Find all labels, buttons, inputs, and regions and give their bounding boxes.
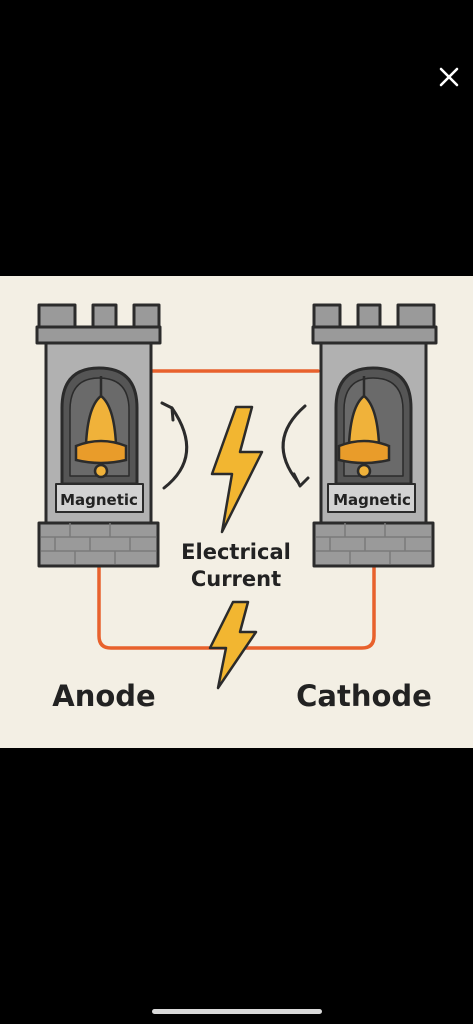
anode-label: Anode	[52, 679, 155, 713]
diagram-canvas: Magnetic Magnetic	[35, 303, 438, 713]
left-curved-arrow-icon	[160, 401, 189, 490]
home-indicator[interactable]	[152, 1009, 322, 1014]
cathode-label: Cathode	[296, 679, 432, 713]
left-bell-label: Magnetic	[60, 491, 138, 509]
right-curved-arrow-icon	[281, 404, 310, 488]
left-bell-icon	[74, 376, 128, 479]
right-bell-icon	[337, 376, 391, 479]
center-label-line1: Electrical	[181, 540, 291, 564]
upper-lightning-bolt-icon	[210, 405, 264, 534]
close-button[interactable]	[436, 64, 462, 90]
right-bell-label: Magnetic	[333, 491, 411, 509]
diagram-panel: Magnetic Magnetic	[0, 276, 473, 748]
center-label-line2: Current	[191, 567, 281, 591]
close-icon	[439, 67, 459, 87]
lower-lightning-bolt-icon	[208, 600, 258, 690]
